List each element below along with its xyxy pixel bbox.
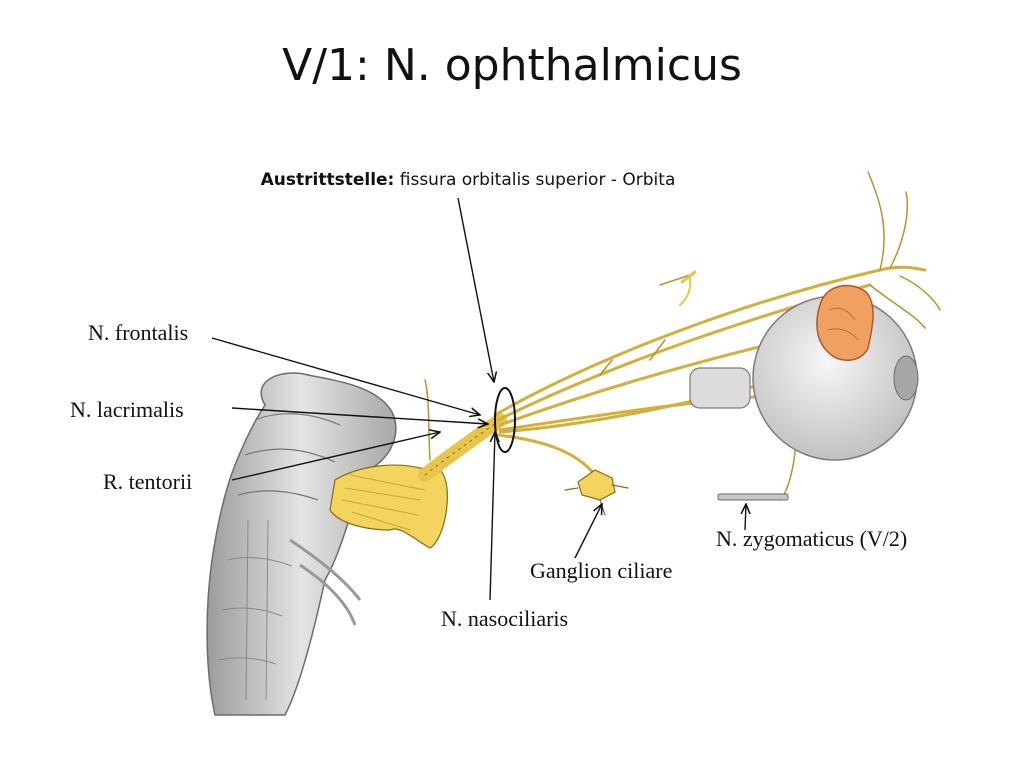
label-n-lacrimalis: N. lacrimalis: [70, 397, 184, 422]
exit-point-label: Austrittstelle:: [260, 170, 395, 190]
label-r-tentorii: R. tentorii: [103, 469, 193, 494]
label-n-frontalis: N. frontalis: [88, 320, 189, 345]
pointer-arrows: [211, 197, 746, 601]
brainstem-illustration: [206, 372, 397, 716]
exit-point-text: fissura orbitalis superior - Orbita: [394, 170, 676, 190]
slide-title: V/1: N. ophthalmicus: [282, 40, 742, 91]
zygomaticus-stub: [717, 493, 789, 501]
eyeball-illustration: [689, 295, 919, 461]
label-ganglion-ciliare: Ganglion ciliare: [530, 558, 673, 583]
label-n-zygomaticus: N. zygomaticus (V/2): [716, 526, 908, 551]
label-n-nasociliaris: N. nasociliaris: [441, 606, 569, 631]
lacrimal-gland-illustration: [816, 284, 874, 361]
exit-point-caption: Austrittstelle: fissura orbitalis superi…: [0, 170, 936, 190]
exit-ring: [494, 387, 516, 453]
